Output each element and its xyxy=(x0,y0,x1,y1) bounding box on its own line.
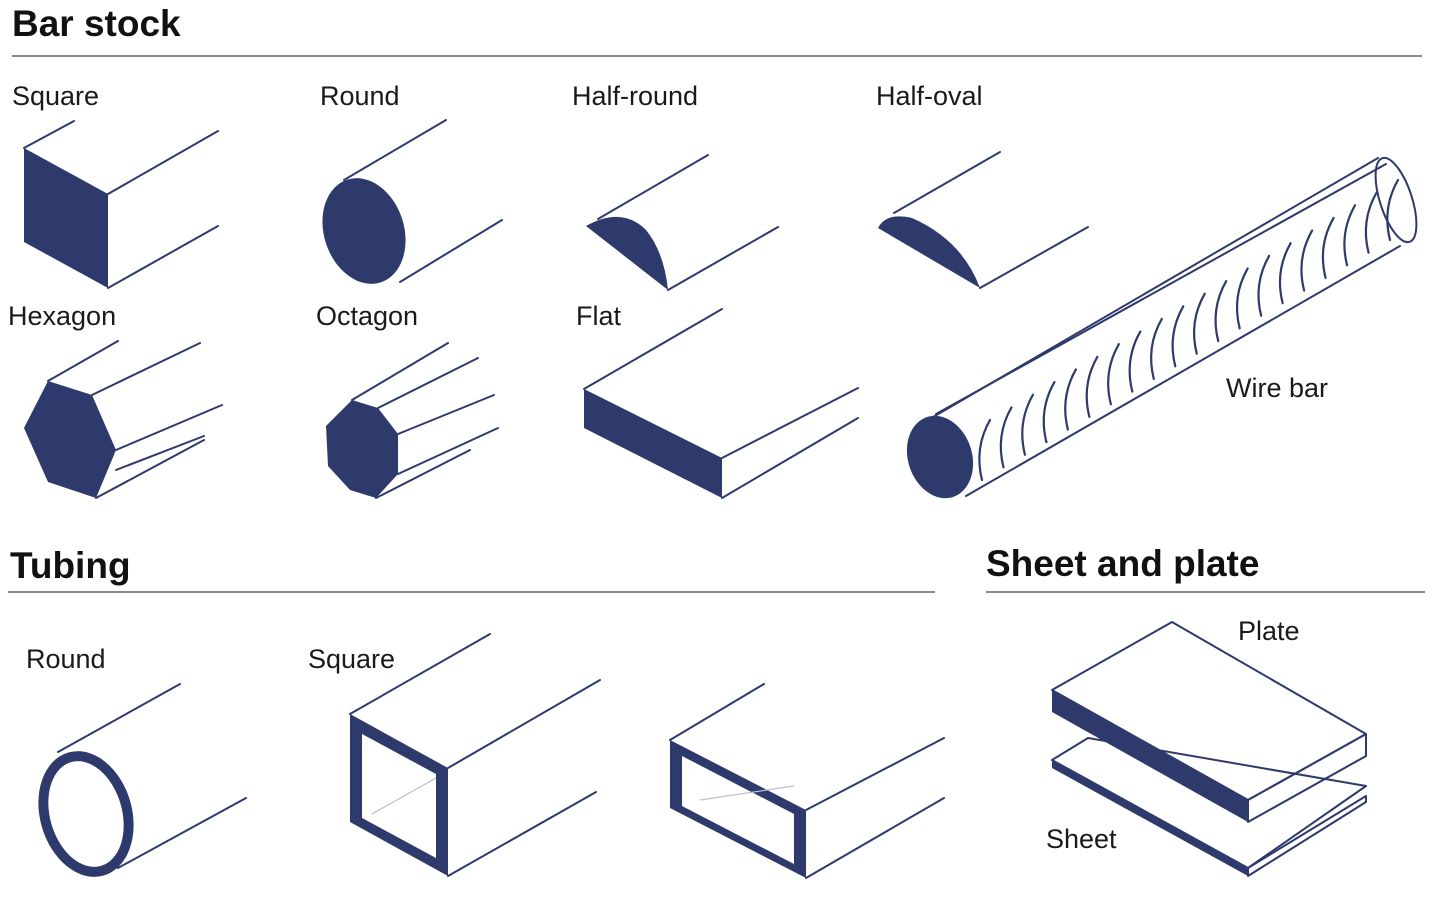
label-half-oval-bar: Half-oval xyxy=(876,81,983,111)
square-bar-shape xyxy=(23,120,219,289)
wire-bar-rib xyxy=(1128,330,1142,393)
wire-bar-rib xyxy=(1042,381,1056,444)
wire-bar-rib xyxy=(1214,279,1228,343)
flat-bar-shape xyxy=(583,308,859,499)
wire-bar-rib xyxy=(1150,317,1163,381)
wire-bar-rib xyxy=(1300,229,1314,292)
label-square-tube: Square xyxy=(308,644,395,674)
wire-bar-rib xyxy=(1085,355,1099,418)
plate-shape xyxy=(1051,621,1367,823)
wire-bar-rib xyxy=(1321,216,1335,279)
wire-bar-rib xyxy=(1064,368,1077,431)
half-round-bar-shape xyxy=(586,154,779,291)
wire-bar-ribs xyxy=(978,178,1400,482)
section-title-sheet-and-plate: Sheet and plate xyxy=(986,543,1259,584)
wire-bar-rib xyxy=(1364,191,1378,254)
rectangular-tube-shape xyxy=(669,683,945,879)
wire-bar-rib xyxy=(999,406,1013,469)
label-square-bar: Square xyxy=(12,81,99,111)
wire-bar-shape xyxy=(906,156,1418,499)
label-half-round-bar: Half-round xyxy=(572,81,698,111)
sheet-shape xyxy=(1051,737,1367,877)
round-tube-shape xyxy=(38,683,247,877)
wire-bar-rib xyxy=(1278,242,1292,305)
label-plate: Plate xyxy=(1238,616,1300,646)
label-flat-bar: Flat xyxy=(576,301,622,331)
wire-bar-rib xyxy=(1107,343,1120,406)
wire-bar-rib xyxy=(978,418,992,482)
wire-bar-rib xyxy=(1386,178,1400,242)
label-sheet: Sheet xyxy=(1046,824,1117,854)
label-round-bar: Round xyxy=(320,81,400,111)
octagon-bar-shape xyxy=(326,342,499,499)
wire-bar-rib xyxy=(1021,393,1035,456)
section-title-tubing: Tubing xyxy=(10,545,131,586)
wire-bar-rib xyxy=(1343,204,1357,267)
label-octagon-bar: Octagon xyxy=(316,301,418,331)
wire-bar-rib xyxy=(1235,267,1249,330)
wire-bar-rib xyxy=(1257,254,1271,317)
wire-bar-rib xyxy=(1171,305,1185,368)
square-tube-shape xyxy=(349,633,601,877)
label-round-tube: Round xyxy=(26,644,106,674)
wire-bar-rib xyxy=(1193,292,1206,355)
section-title-bar-stock: Bar stock xyxy=(12,3,181,44)
half-oval-bar-shape xyxy=(878,151,1089,289)
round-bar-shape xyxy=(322,119,503,284)
hexagon-bar-shape xyxy=(24,340,223,499)
label-wire-bar: Wire bar xyxy=(1226,373,1328,403)
label-hexagon-bar: Hexagon xyxy=(8,301,116,331)
